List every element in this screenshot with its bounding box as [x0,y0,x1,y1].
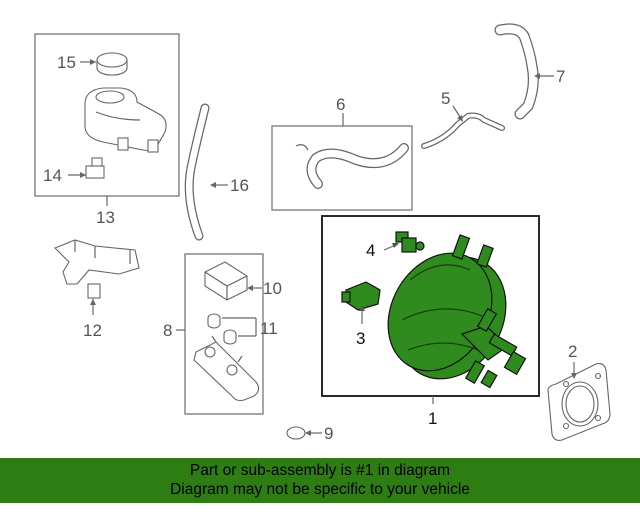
o-ring-gasket[interactable] [286,426,306,440]
callout-8: 8 [163,321,172,340]
callout-5: 5 [441,89,450,108]
callout-13: 13 [96,208,115,227]
callout-7: 7 [556,67,565,86]
callout-2: 2 [568,342,577,361]
banner-line-1: Part or sub-assembly is #1 in diagram [189,462,451,479]
callout-16: 16 [230,176,249,195]
master-cylinder[interactable] [193,335,260,402]
brake-fluid-reservoir[interactable] [84,87,167,153]
callout-1: 1 [428,409,437,428]
grommet-lower[interactable] [223,329,237,345]
parts-diagram: 15 14 13 16 12 6 5 7 [34,23,611,443]
callout-15: 15 [57,53,76,72]
banner-line-2: Diagram may not be specific to your vehi… [170,481,470,498]
fluid-level-sensor[interactable] [85,157,105,179]
callout-3: 3 [356,329,365,348]
master-cylinder-body[interactable] [204,261,248,301]
callout-9: 9 [324,424,333,443]
callout-12: 12 [83,321,102,340]
reservoir-cap[interactable] [96,52,128,76]
vacuum-sensor[interactable] [341,281,381,311]
info-banner: Part or sub-assembly is #1 in diagram Di… [0,458,640,503]
vacuum-hose-group-box [271,125,413,211]
callout-6: 6 [336,95,345,114]
callout-10: 10 [263,279,282,298]
mounting-bracket[interactable] [54,239,140,299]
brake-booster[interactable] [367,234,527,398]
callout-4: 4 [366,241,375,260]
grommet-upper[interactable] [207,313,221,329]
booster-gasket[interactable] [547,363,611,441]
callout-14: 14 [43,166,62,185]
hose-clip[interactable] [295,144,309,151]
brake-booster-group-box [321,215,540,397]
callout-11: 11 [260,319,278,338]
master-cylinder-group-box [184,253,264,415]
check-valve[interactable] [395,231,425,253]
